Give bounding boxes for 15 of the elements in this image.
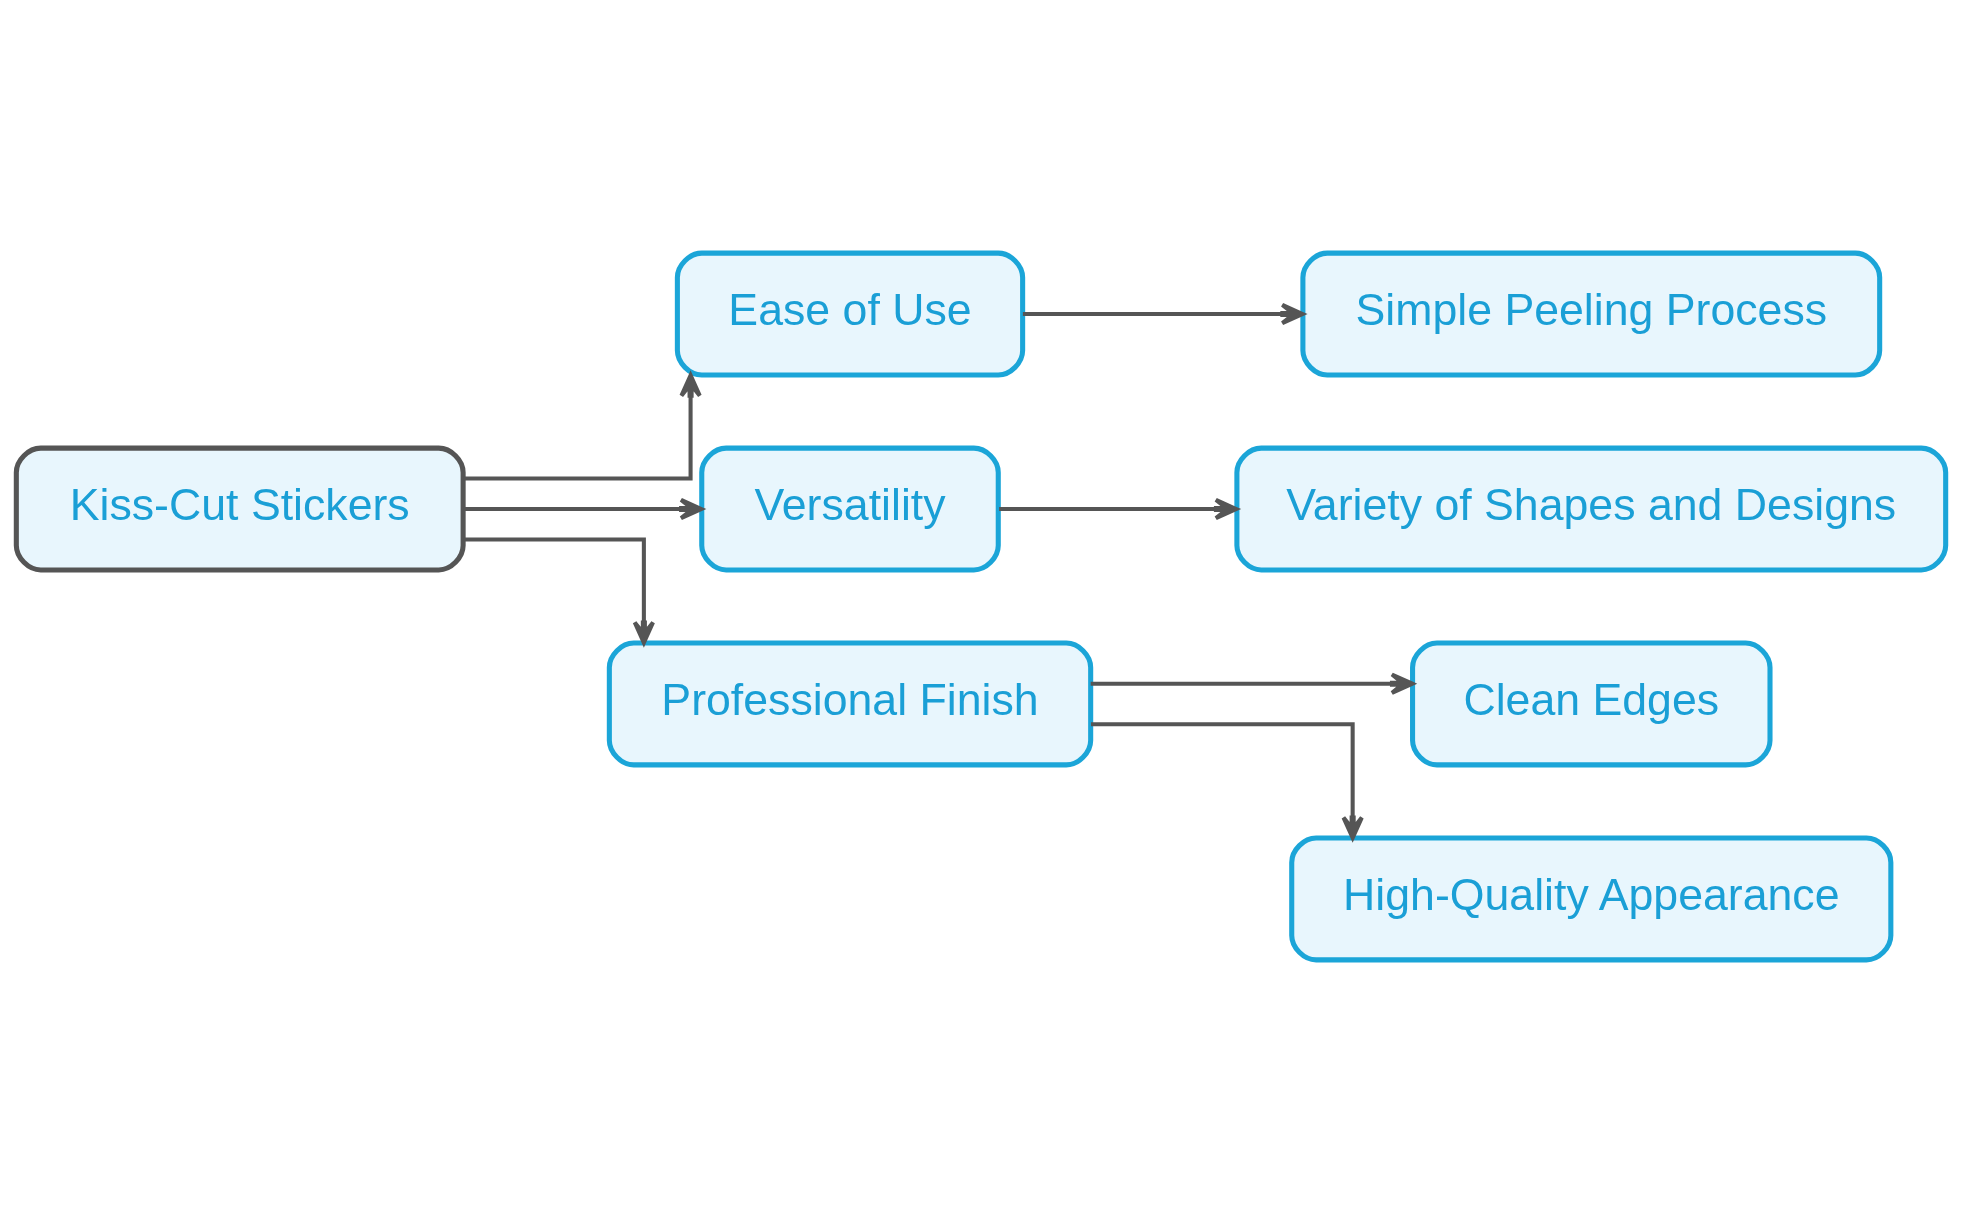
arrow xyxy=(1091,721,1364,840)
arrow xyxy=(999,497,1239,520)
arrow xyxy=(463,536,656,645)
node-box: Ease of Use xyxy=(674,250,1026,378)
node-box: High-Quality Appearance xyxy=(1289,835,1894,962)
node-box: Clean Edges xyxy=(1410,640,1773,767)
arrow xyxy=(463,372,702,481)
node-box: Versatility xyxy=(699,445,1001,572)
arrow xyxy=(463,497,704,520)
node-box: Kiss-Cut Stickers xyxy=(13,445,466,572)
arrow xyxy=(1090,672,1415,695)
node-box: Professional Finish xyxy=(606,640,1094,767)
arrow xyxy=(1022,302,1305,325)
node-box: Variety of Shapes and Designs xyxy=(1234,445,1949,572)
node-box: Simple Peeling Process xyxy=(1300,250,1883,378)
